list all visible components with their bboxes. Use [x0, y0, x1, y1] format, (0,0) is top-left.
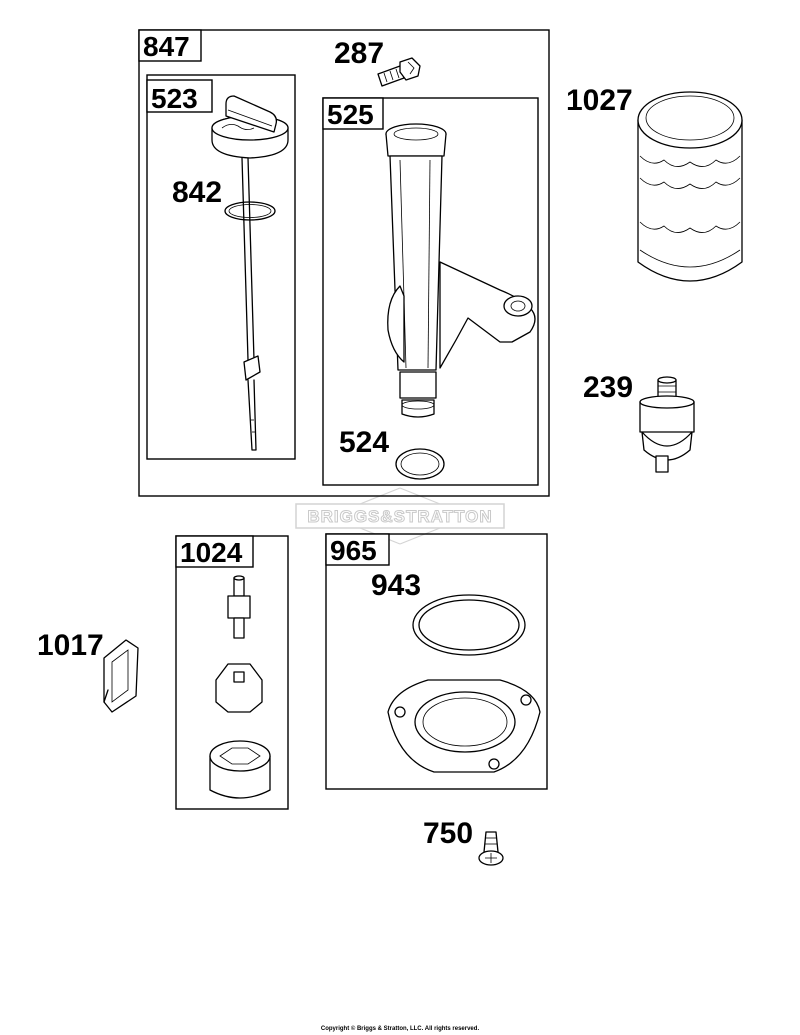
o-ring-842: [224, 201, 276, 221]
o-ring-524: [395, 448, 445, 480]
label-750: 750: [423, 817, 473, 850]
screw-750: [478, 831, 504, 866]
copyright-text: Copyright © Briggs & Stratton, LLC. All …: [321, 1025, 480, 1032]
label-847: 847: [143, 31, 190, 62]
pump-cover: [387, 679, 541, 773]
label-842: 842: [172, 176, 222, 209]
label-287: 287: [334, 37, 384, 70]
label-525: 525: [327, 99, 374, 130]
oil-pressure-switch-239: [639, 376, 695, 473]
outer-rotor: [209, 740, 271, 799]
kit-523-frame: [146, 74, 296, 460]
briggs-stratton-watermark: BRIGGS&STRATTON: [295, 487, 505, 545]
clip-1017: [103, 639, 139, 713]
dipstick: [211, 95, 289, 451]
oil-filter-1027: [637, 91, 743, 282]
kit-525-tag: [322, 97, 384, 130]
kit-965-tag: [325, 533, 390, 566]
label-965: 965: [330, 535, 377, 566]
label-239: 239: [583, 371, 633, 404]
kit-847-tag: [138, 29, 202, 62]
inner-rotor: [215, 663, 263, 713]
label-1024: 1024: [180, 537, 243, 568]
label-524: 524: [339, 426, 389, 459]
dipstick-tube: [385, 123, 536, 418]
kit-1024-tag: [175, 535, 254, 568]
gasket-943: [412, 594, 526, 656]
oil-pump-shaft: [227, 575, 251, 639]
watermark-text: BRIGGS&STRATTON: [307, 507, 492, 526]
kit-965-frame: [325, 533, 548, 790]
label-1027: 1027: [566, 84, 633, 117]
label-943: 943: [371, 569, 421, 602]
bolt-287: [377, 57, 421, 87]
kit-525-frame: [322, 97, 539, 486]
label-1017: 1017: [37, 629, 104, 662]
label-523: 523: [151, 83, 198, 114]
kit-847-frame: [138, 29, 550, 497]
kit-523-tag: [146, 79, 213, 113]
